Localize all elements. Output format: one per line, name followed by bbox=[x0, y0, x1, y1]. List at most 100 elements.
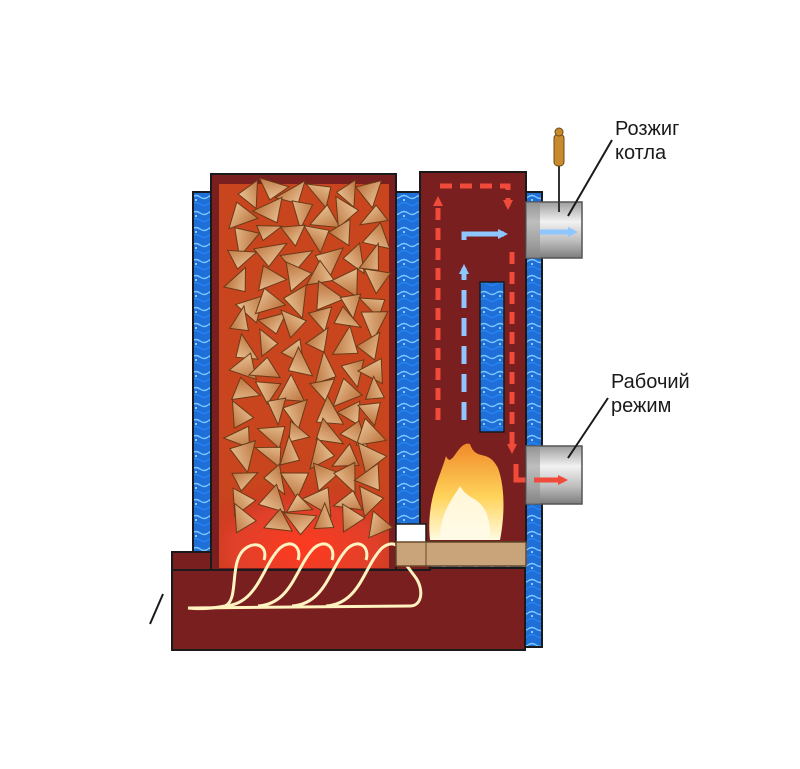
hot-flow-top-arrow bbox=[440, 183, 513, 210]
firewood-log bbox=[256, 425, 286, 450]
firewood-log bbox=[256, 311, 288, 335]
firewood-log bbox=[237, 179, 259, 210]
firewood-log bbox=[336, 400, 361, 426]
firewood-log bbox=[355, 331, 381, 361]
firewood-log bbox=[308, 203, 342, 229]
working-callout: Рабочий режим bbox=[611, 370, 690, 418]
firewood-log bbox=[356, 357, 383, 385]
firewood-log bbox=[247, 356, 282, 379]
working-pipe bbox=[525, 445, 583, 505]
ignition-label-line2: котла bbox=[615, 142, 667, 164]
firewood-log bbox=[273, 179, 306, 205]
firewood-log bbox=[335, 178, 357, 209]
firewood-log bbox=[353, 462, 380, 492]
firewood-log bbox=[312, 462, 341, 492]
firewood-log bbox=[331, 324, 359, 355]
firewood-log bbox=[342, 242, 365, 275]
firewood-log bbox=[282, 511, 318, 536]
firewood-log bbox=[258, 264, 288, 292]
firewood-log bbox=[359, 485, 385, 518]
firewood-log bbox=[307, 306, 333, 333]
firewood-log bbox=[335, 195, 360, 229]
firewood-log bbox=[339, 293, 362, 320]
firewood-log bbox=[304, 183, 332, 209]
firewood-log bbox=[355, 417, 388, 446]
firewood-log bbox=[358, 204, 390, 226]
firewood-log bbox=[279, 472, 310, 501]
firewood-log bbox=[364, 375, 386, 400]
firewood-log bbox=[315, 417, 345, 445]
firewood-log bbox=[340, 359, 365, 389]
firewood-log bbox=[288, 420, 311, 443]
firewood-log bbox=[231, 472, 259, 492]
firewood-log bbox=[276, 373, 306, 402]
working-label-line2: режим bbox=[611, 395, 672, 417]
firewood-log bbox=[259, 327, 279, 358]
firewood-log bbox=[228, 304, 250, 332]
firewood-log bbox=[332, 377, 364, 408]
firewood-log bbox=[234, 502, 258, 534]
firewood-log bbox=[285, 261, 313, 293]
callout-lines bbox=[567, 139, 613, 459]
firewood-pile bbox=[222, 177, 394, 539]
firewood-log bbox=[285, 493, 314, 513]
firewood-log bbox=[354, 179, 383, 209]
firewood-log bbox=[254, 287, 287, 315]
firewood-log bbox=[279, 434, 301, 466]
firewood-log bbox=[228, 439, 257, 474]
flame bbox=[429, 443, 504, 540]
firewood-log bbox=[313, 501, 335, 530]
firewood-log bbox=[255, 224, 284, 242]
firewood-log bbox=[302, 224, 330, 255]
firewood-log bbox=[226, 249, 258, 270]
firewood-log bbox=[330, 267, 358, 298]
firewood-log bbox=[282, 398, 309, 431]
firewood-log bbox=[258, 177, 291, 201]
firewood-log bbox=[304, 326, 329, 353]
firewood-log bbox=[368, 510, 394, 539]
firewood-log bbox=[279, 224, 306, 248]
firewood-log bbox=[331, 442, 360, 467]
firewood-log bbox=[309, 437, 336, 470]
firewood-log bbox=[327, 218, 351, 247]
firewood-log bbox=[332, 461, 356, 495]
firewood-log bbox=[282, 283, 307, 320]
grate-tray bbox=[395, 541, 527, 567]
ignition-pipe bbox=[525, 127, 583, 259]
firewood-log bbox=[234, 227, 261, 259]
firewood-log bbox=[280, 309, 308, 339]
firewood-log bbox=[314, 349, 337, 385]
firewood-log bbox=[356, 402, 381, 427]
firewood-log bbox=[266, 397, 287, 427]
firewood-log bbox=[252, 242, 288, 268]
firewood-log bbox=[257, 483, 286, 514]
ignition-flow-arrow bbox=[461, 229, 508, 240]
firewood-log bbox=[360, 311, 389, 342]
firewood-log bbox=[363, 268, 392, 295]
firewood-log bbox=[222, 425, 251, 449]
working-label-line1: Рабочий bbox=[611, 371, 690, 393]
firewood-log bbox=[231, 399, 255, 429]
ignition-leader-line bbox=[567, 139, 613, 217]
firewood-log bbox=[262, 507, 294, 532]
firewood-log bbox=[251, 196, 283, 224]
firewood-log bbox=[342, 503, 366, 534]
valve-handle-icon[interactable] bbox=[553, 127, 565, 212]
firewood-log bbox=[291, 200, 314, 231]
firewood-log bbox=[253, 446, 282, 469]
working-leader-line bbox=[567, 397, 609, 459]
firewood-log bbox=[316, 280, 346, 311]
firewood-log bbox=[254, 381, 282, 406]
firewood-log bbox=[228, 201, 259, 230]
firewood-log bbox=[287, 345, 314, 377]
ignition-label-line1: Розжиг bbox=[615, 118, 680, 140]
firewood-log bbox=[230, 376, 262, 401]
firewood-log bbox=[315, 394, 345, 425]
ignition-callout: Розжиг котла bbox=[615, 117, 679, 165]
firewood-log bbox=[333, 305, 363, 329]
firewood-log bbox=[308, 378, 336, 402]
firewood-log bbox=[222, 266, 247, 293]
firewood-log bbox=[228, 352, 258, 381]
